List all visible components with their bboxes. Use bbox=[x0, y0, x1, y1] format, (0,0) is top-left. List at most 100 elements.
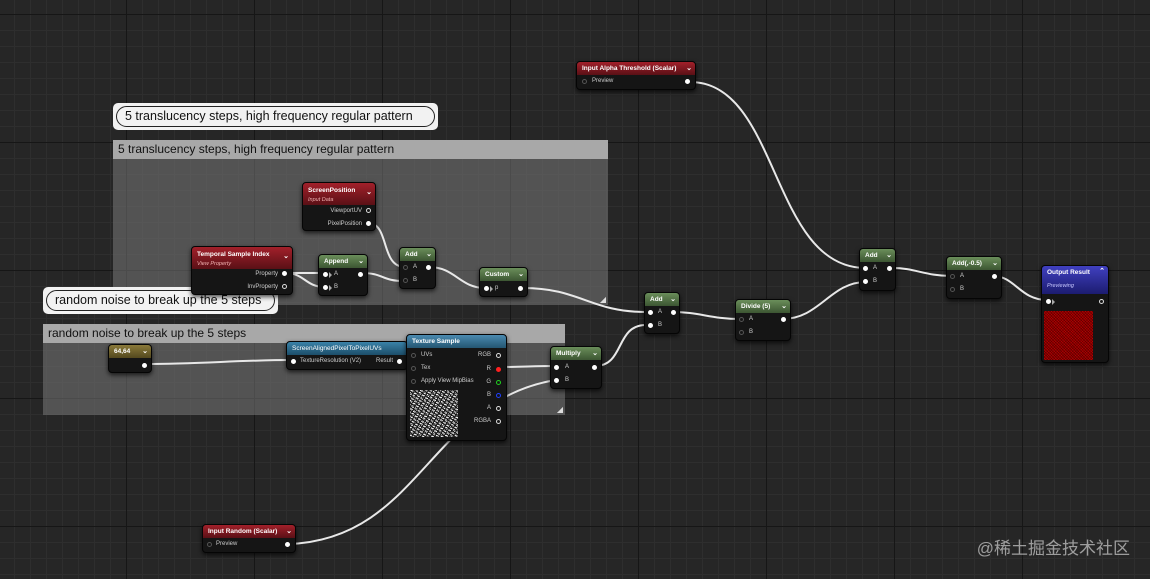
input-pin-icon[interactable] bbox=[648, 323, 653, 328]
output-pin-icon[interactable] bbox=[496, 419, 501, 424]
input-pin-icon[interactable] bbox=[403, 278, 408, 283]
input-pin-icon[interactable] bbox=[863, 279, 868, 284]
node-multiply[interactable]: Multiply⌄ A B bbox=[550, 346, 602, 389]
output-pin-icon[interactable] bbox=[887, 266, 892, 271]
input-pin-icon[interactable] bbox=[863, 266, 868, 271]
output-pin-icon[interactable] bbox=[592, 365, 597, 370]
output-pin-icon[interactable] bbox=[781, 317, 786, 322]
input-pin-icon[interactable] bbox=[648, 310, 653, 315]
input-pin-icon[interactable] bbox=[411, 366, 416, 371]
input-pin-icon[interactable] bbox=[739, 317, 744, 322]
output-pin-icon[interactable] bbox=[285, 542, 290, 547]
output-pin-icon[interactable] bbox=[671, 310, 676, 315]
chevron-down-icon[interactable]: ⌄ bbox=[366, 189, 372, 196]
output-pin-icon[interactable] bbox=[1099, 299, 1104, 304]
chevron-down-icon[interactable]: ⌄ bbox=[670, 296, 676, 303]
node-header: Add⌄ bbox=[400, 248, 435, 261]
chevron-down-icon[interactable]: ⌄ bbox=[283, 253, 289, 260]
chevron-down-icon[interactable]: ⌄ bbox=[992, 260, 998, 267]
chevron-down-icon[interactable]: ⌄ bbox=[592, 350, 598, 357]
resize-grip-icon[interactable]: ◢ bbox=[556, 405, 563, 414]
output-pin-icon[interactable] bbox=[282, 271, 287, 276]
chevron-down-icon[interactable]: ⌄ bbox=[358, 258, 364, 265]
node-input-alpha-threshold[interactable]: Input Alpha Threshold (Scalar)⌄ Preview bbox=[576, 61, 696, 90]
chevron-up-icon[interactable]: ⌃ bbox=[1099, 268, 1105, 275]
output-pin-icon[interactable] bbox=[685, 79, 690, 84]
chevron-down-icon[interactable]: ⌄ bbox=[518, 271, 524, 278]
input-pin-icon[interactable] bbox=[1046, 299, 1051, 304]
comment-bubble-text: random noise to break up the 5 steps bbox=[46, 290, 275, 311]
input-pin-icon[interactable] bbox=[950, 287, 955, 292]
output-pin-b-icon[interactable] bbox=[496, 393, 501, 398]
pin-label: PixelPosition bbox=[327, 221, 362, 227]
input-pin-icon[interactable] bbox=[291, 359, 296, 364]
input-pin-icon[interactable] bbox=[554, 378, 559, 383]
chevron-down-icon[interactable]: ⌄ bbox=[886, 252, 892, 259]
input-pin-icon[interactable] bbox=[323, 285, 328, 290]
output-pin-r-icon[interactable] bbox=[496, 367, 501, 372]
input-arrow-icon bbox=[490, 286, 493, 292]
output-pin-icon[interactable] bbox=[496, 406, 501, 411]
preview-pin-icon[interactable] bbox=[582, 79, 587, 84]
node-custom[interactable]: Custom⌄ p bbox=[479, 267, 528, 297]
node-header: ScreenAlignedPixelToPixelUVs bbox=[287, 342, 407, 355]
node-pixel-to-pixel-uvs[interactable]: ScreenAlignedPixelToPixelUVs TextureReso… bbox=[286, 341, 408, 370]
node-add-offset[interactable]: Add(,-0.5)⌄ A B bbox=[946, 256, 1002, 299]
comment-bubble-text: 5 translucency steps, high frequency reg… bbox=[116, 106, 435, 127]
chevron-down-icon[interactable]: ⌄ bbox=[286, 528, 292, 535]
node-add-1[interactable]: Add⌄ A B bbox=[399, 247, 436, 289]
node-header: Append⌄ bbox=[319, 255, 367, 268]
output-pin-icon[interactable] bbox=[366, 208, 371, 213]
node-header: Divide (5)⌄ bbox=[736, 300, 790, 313]
chevron-down-icon[interactable]: ⌄ bbox=[142, 348, 148, 355]
node-output-result[interactable]: Output Result⌃Previewing bbox=[1041, 265, 1109, 363]
output-pin-icon[interactable] bbox=[518, 286, 523, 291]
node-divide[interactable]: Divide (5)⌄ A B bbox=[735, 299, 791, 341]
pin-label: B bbox=[658, 322, 663, 328]
node-header: Texture Sample bbox=[407, 335, 506, 348]
input-pin-icon[interactable] bbox=[411, 379, 416, 384]
node-add-2[interactable]: Add⌄ A B bbox=[644, 292, 680, 334]
preview-status: Previewing bbox=[1047, 283, 1074, 289]
node-header: Multiply ⌄ bbox=[551, 347, 601, 360]
output-pin-icon[interactable] bbox=[496, 353, 501, 358]
comment-bubble-translucency[interactable]: 5 translucency steps, high frequency reg… bbox=[113, 103, 438, 130]
node-add-3[interactable]: Add⌄ A B bbox=[859, 248, 896, 291]
output-pin-icon[interactable] bbox=[426, 265, 431, 270]
chevron-down-icon[interactable]: ⌄ bbox=[686, 65, 692, 72]
input-pin-icon[interactable] bbox=[411, 353, 416, 358]
output-pin-icon[interactable] bbox=[282, 284, 287, 289]
node-constant-64-64[interactable]: 64,64⌄ bbox=[108, 344, 152, 373]
pin-label: B bbox=[960, 286, 965, 292]
output-pin-icon[interactable] bbox=[992, 274, 997, 279]
pin-label: B bbox=[334, 284, 339, 290]
preview-pin-icon[interactable] bbox=[207, 542, 212, 547]
input-pin-icon[interactable] bbox=[323, 272, 328, 277]
input-pin-icon[interactable] bbox=[403, 265, 408, 270]
output-pin-icon[interactable] bbox=[142, 363, 147, 368]
output-pin-g-icon[interactable] bbox=[496, 380, 501, 385]
node-header: Output Result⌃Previewing bbox=[1042, 266, 1108, 294]
output-pin-icon[interactable] bbox=[358, 272, 363, 277]
output-pin-icon[interactable] bbox=[366, 221, 371, 226]
node-texture-sample[interactable]: Texture Sample UVs Tex Apply View MipBia… bbox=[406, 334, 507, 441]
noise-texture-preview bbox=[410, 390, 458, 437]
input-pin-icon[interactable] bbox=[739, 330, 744, 335]
node-title: Add bbox=[650, 296, 663, 303]
chevron-down-icon[interactable]: ⌄ bbox=[426, 251, 432, 258]
chevron-down-icon[interactable]: ⌄ bbox=[781, 303, 787, 310]
node-input-random[interactable]: Input Random (Scalar)⌄ Preview bbox=[202, 524, 296, 553]
pin-label: Preview bbox=[216, 541, 238, 547]
input-pin-icon[interactable] bbox=[484, 286, 489, 291]
pin-label: A bbox=[873, 265, 878, 271]
output-pin-icon[interactable] bbox=[397, 359, 402, 364]
input-pin-icon[interactable] bbox=[554, 365, 559, 370]
node-title: Multiply bbox=[556, 350, 581, 357]
input-pin-icon[interactable] bbox=[950, 274, 955, 279]
resize-grip-icon[interactable]: ◢ bbox=[599, 295, 606, 304]
node-append[interactable]: Append⌄ A B bbox=[318, 254, 368, 296]
node-header: Custom⌄ bbox=[480, 268, 527, 281]
node-subtitle: Input Data bbox=[308, 197, 334, 203]
